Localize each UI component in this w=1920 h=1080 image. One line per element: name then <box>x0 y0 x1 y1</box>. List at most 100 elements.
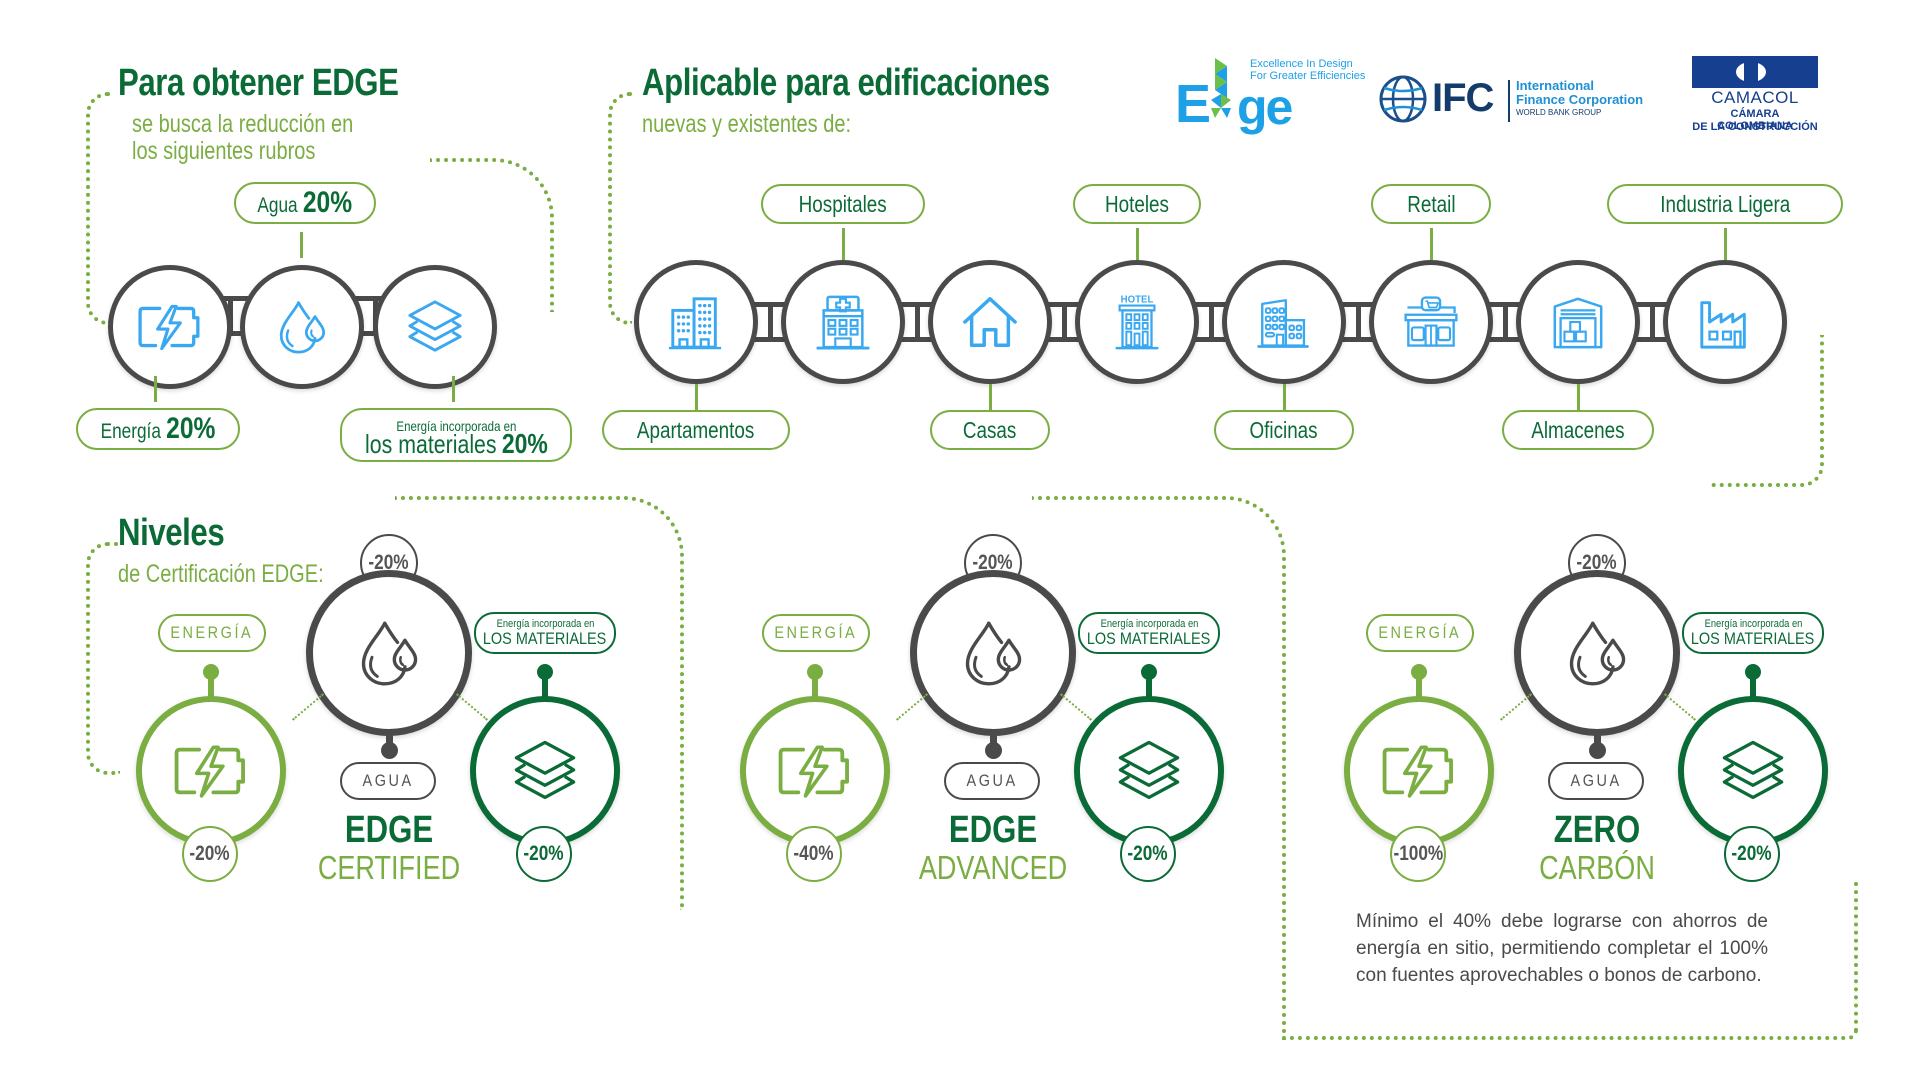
applicable-chain-sep <box>1649 302 1655 342</box>
level-energy-ring <box>136 696 286 846</box>
applicable-chain-sep <box>767 302 773 342</box>
factory-icon <box>1696 293 1754 351</box>
level-water-value: -20% <box>368 551 410 574</box>
obtain-water-value: 20% <box>303 186 353 219</box>
building-connector <box>695 384 698 410</box>
obtain-materials-node <box>373 265 497 389</box>
building-label: Oficinas <box>1249 416 1319 443</box>
level-water-label: AGUA <box>362 771 414 790</box>
building-connector <box>1283 384 1286 410</box>
obtain-materials-value: 20% <box>501 427 548 459</box>
level-name-secondary: CERTIFIED <box>317 849 461 886</box>
office-building-icon <box>1255 293 1313 351</box>
water-drops-icon <box>1565 619 1629 687</box>
applicable-chain-sep <box>1061 302 1067 342</box>
level-materials-badge: -20% <box>1724 826 1780 882</box>
level-materials-ring <box>470 696 620 846</box>
level-water-ring <box>306 570 472 736</box>
level-dotted-connector <box>292 693 324 721</box>
building-node-hoteles <box>1075 260 1199 384</box>
building-connector <box>1136 228 1139 260</box>
retail-store-icon <box>1402 293 1460 351</box>
obtain-water-pill: Agua 20% <box>234 182 376 224</box>
level-materials-label: LOS MATERIALES <box>1691 629 1815 648</box>
applicable-chain-sep <box>1502 302 1508 342</box>
level-name-primary: EDGE <box>344 809 434 851</box>
building-node-retail <box>1369 260 1493 384</box>
building-label: Casas <box>963 416 1017 443</box>
obtain-energy-pill: Energía 20% <box>76 408 240 450</box>
level-water-stem-dot <box>381 742 398 759</box>
camacol-mark <box>1692 56 1818 88</box>
level-materials-stem <box>1750 676 1756 702</box>
building-label-pill: Hospitales <box>761 184 925 224</box>
hospital-icon <box>814 293 872 351</box>
level-energy-ring <box>740 696 890 846</box>
ifc-line1: International <box>1516 78 1595 93</box>
level-water-value: -20% <box>972 551 1014 574</box>
level-materials-stem <box>1146 676 1152 702</box>
obtain-water-label: Agua <box>257 194 298 217</box>
applicable-chain-sep <box>914 302 920 342</box>
level-energy-badge: -40% <box>786 826 842 882</box>
level-materials-label-top: Energía incorporada en <box>1100 618 1198 630</box>
building-node-industria-ligera <box>1663 260 1787 384</box>
battery-bolt-icon <box>777 744 853 798</box>
frame-obtain-left <box>86 92 110 325</box>
level-energy-badge: -100% <box>1390 826 1446 882</box>
building-label: Apartamentos <box>637 416 755 443</box>
level-energy-label: ENERGÍA <box>1378 623 1462 642</box>
section-levels-title: Niveles <box>118 512 225 554</box>
obtain-materials-label-top: Energía incorporada en <box>395 417 516 434</box>
layers-icon <box>509 738 581 804</box>
building-label: Almacenes <box>1531 416 1625 443</box>
camacol-line1: CÁMARA COLOMBIANA <box>1717 108 1793 132</box>
level-energy-stem <box>812 676 818 702</box>
ifc-line3: WORLD BANK GROUP <box>1516 108 1602 117</box>
level-energy-pill: ENERGÍA <box>158 614 266 652</box>
level-materials-ring <box>1678 696 1828 846</box>
level-water-pill: AGUA <box>1548 762 1644 800</box>
frame-levels-1 <box>395 496 684 910</box>
level-materials-value: -20% <box>1731 842 1773 865</box>
water-drops-icon <box>961 619 1025 687</box>
edge-tagline-2: For Greater Efficiencies <box>1250 70 1366 82</box>
level-materials-badge: -20% <box>516 826 572 882</box>
obtain-energy-value: 20% <box>166 412 216 445</box>
level-energy-label: ENERGÍA <box>170 623 254 642</box>
level-materials-value: -20% <box>523 842 565 865</box>
level-name-secondary: CARBÓN <box>1539 849 1655 886</box>
obtain-energy-connector <box>154 376 157 402</box>
level-materials-ring <box>1074 696 1224 846</box>
layers-icon <box>1113 738 1185 804</box>
building-label-pill: Hoteles <box>1073 184 1201 224</box>
edge-logo-mark-icon: E <box>1175 58 1231 130</box>
level-name-primary: EDGE <box>948 809 1038 851</box>
applicable-chain-sep <box>1355 302 1361 342</box>
building-connector <box>989 384 992 410</box>
building-label-pill: Industria Ligera <box>1607 184 1843 224</box>
layers-icon <box>404 298 466 356</box>
level-energy-label: ENERGÍA <box>774 623 858 642</box>
level-dotted-connector <box>1500 693 1532 721</box>
level-energy-badge: -20% <box>182 826 238 882</box>
level-energy-stem-dot <box>807 664 823 680</box>
level-energy-stem-dot <box>203 664 219 680</box>
level-materials-value: -20% <box>1127 842 1169 865</box>
zero-carbon-note: Mínimo el 40% debe lograrse con ahorros … <box>1356 911 1768 986</box>
building-label-pill: Casas <box>930 410 1050 450</box>
water-drops-icon <box>357 619 421 687</box>
level-water-pill: AGUA <box>944 762 1040 800</box>
camacol-name: CAMACOL <box>1711 88 1799 107</box>
building-node-almacenes <box>1516 260 1640 384</box>
hotel-icon <box>1108 293 1166 351</box>
frame-levels-2 <box>1032 496 1286 1040</box>
obtain-materials-pill: Energía incorporada en los materiales 20… <box>340 408 572 462</box>
camacol-line2: DE LA CONSTRUCCIÓN <box>1692 121 1818 133</box>
level-name-secondary: ADVANCED <box>918 849 1068 886</box>
level-water-ring <box>1514 570 1680 736</box>
level-dotted-connector <box>896 693 928 721</box>
frame-levels-3-right <box>1850 882 1858 1032</box>
